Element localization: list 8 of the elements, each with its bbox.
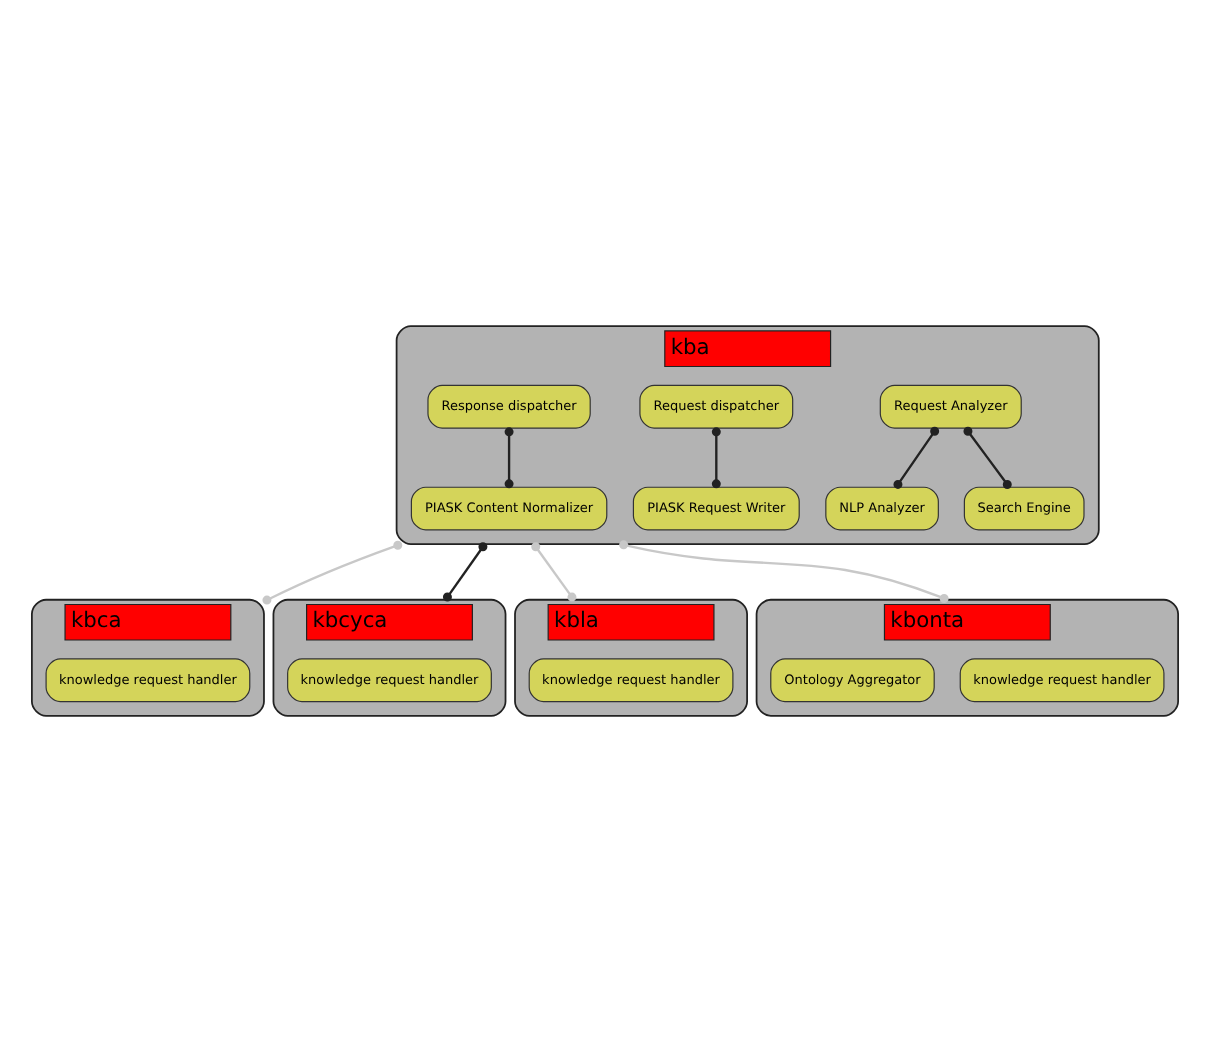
connector xyxy=(619,540,949,603)
connector xyxy=(893,426,940,489)
connector xyxy=(262,540,403,605)
connector xyxy=(442,542,488,602)
connector xyxy=(504,427,514,489)
connector xyxy=(711,427,721,489)
connector xyxy=(531,542,577,602)
connector xyxy=(963,426,1012,489)
